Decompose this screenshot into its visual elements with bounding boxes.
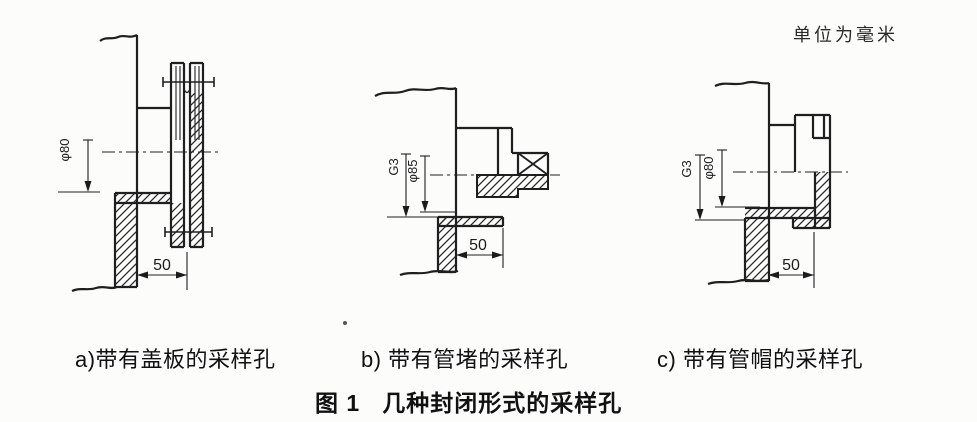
plug-body-section-b — [476, 174, 549, 198]
g3-label-b: G3 — [386, 158, 401, 175]
width50-label-a: 50 — [153, 257, 171, 274]
outline-c — [707, 80, 832, 286]
dimension-phi80-c: φ80 — [701, 149, 760, 208]
bolts-a — [162, 66, 215, 237]
scan-speck — [343, 321, 347, 325]
outline-b — [374, 86, 550, 277]
dimension-phi80-a: φ80 — [57, 139, 100, 193]
flange-and-cover-section-a — [171, 93, 203, 247]
phi80-label-c: φ80 — [701, 157, 716, 180]
dimension-g3-b: G3 — [386, 153, 468, 218]
unit-note: 单位为毫米 — [793, 25, 898, 45]
figure-caption-number: 图 1 — [315, 390, 361, 416]
duct-wall-section-c — [745, 208, 815, 281]
width50-label-c: 50 — [782, 257, 800, 274]
cap-section-c — [793, 172, 830, 228]
duct-wall-section-a — [115, 193, 171, 287]
caption-c: c) 带有管帽的采样孔 — [657, 347, 863, 372]
dimension-50-c: 50 — [768, 232, 815, 288]
figure-caption-title: 几种封闭形式的采样孔 — [382, 390, 623, 416]
dimension-phi85-b: φ85 — [405, 155, 457, 213]
g3-label-c: G3 — [679, 160, 694, 177]
figure-caption: 图 1 几种封闭形式的采样孔 — [315, 384, 622, 418]
phi85-label-b: φ85 — [405, 160, 420, 183]
diagram-b-pipe-plug-drawing: G3 φ85 50 — [374, 86, 560, 277]
diagram-c-pipe-cap-drawing: G3 φ80 50 — [679, 80, 848, 288]
duct-wall-section-b — [438, 217, 503, 272]
dimension-g3-c: G3 — [679, 154, 745, 221]
caption-b: b) 带有管堵的采样孔 — [361, 347, 569, 372]
outline-a — [71, 34, 205, 293]
caption-a: a)带有盖板的采样孔 — [75, 347, 276, 372]
diagram-a-cover-plate-drawing: φ80 50 — [57, 34, 222, 293]
dimension-50-a: 50 — [137, 252, 188, 290]
phi80-label-a: φ80 — [57, 139, 72, 162]
dimension-50-b: 50 — [456, 228, 504, 268]
width50-label-b: 50 — [469, 237, 487, 254]
